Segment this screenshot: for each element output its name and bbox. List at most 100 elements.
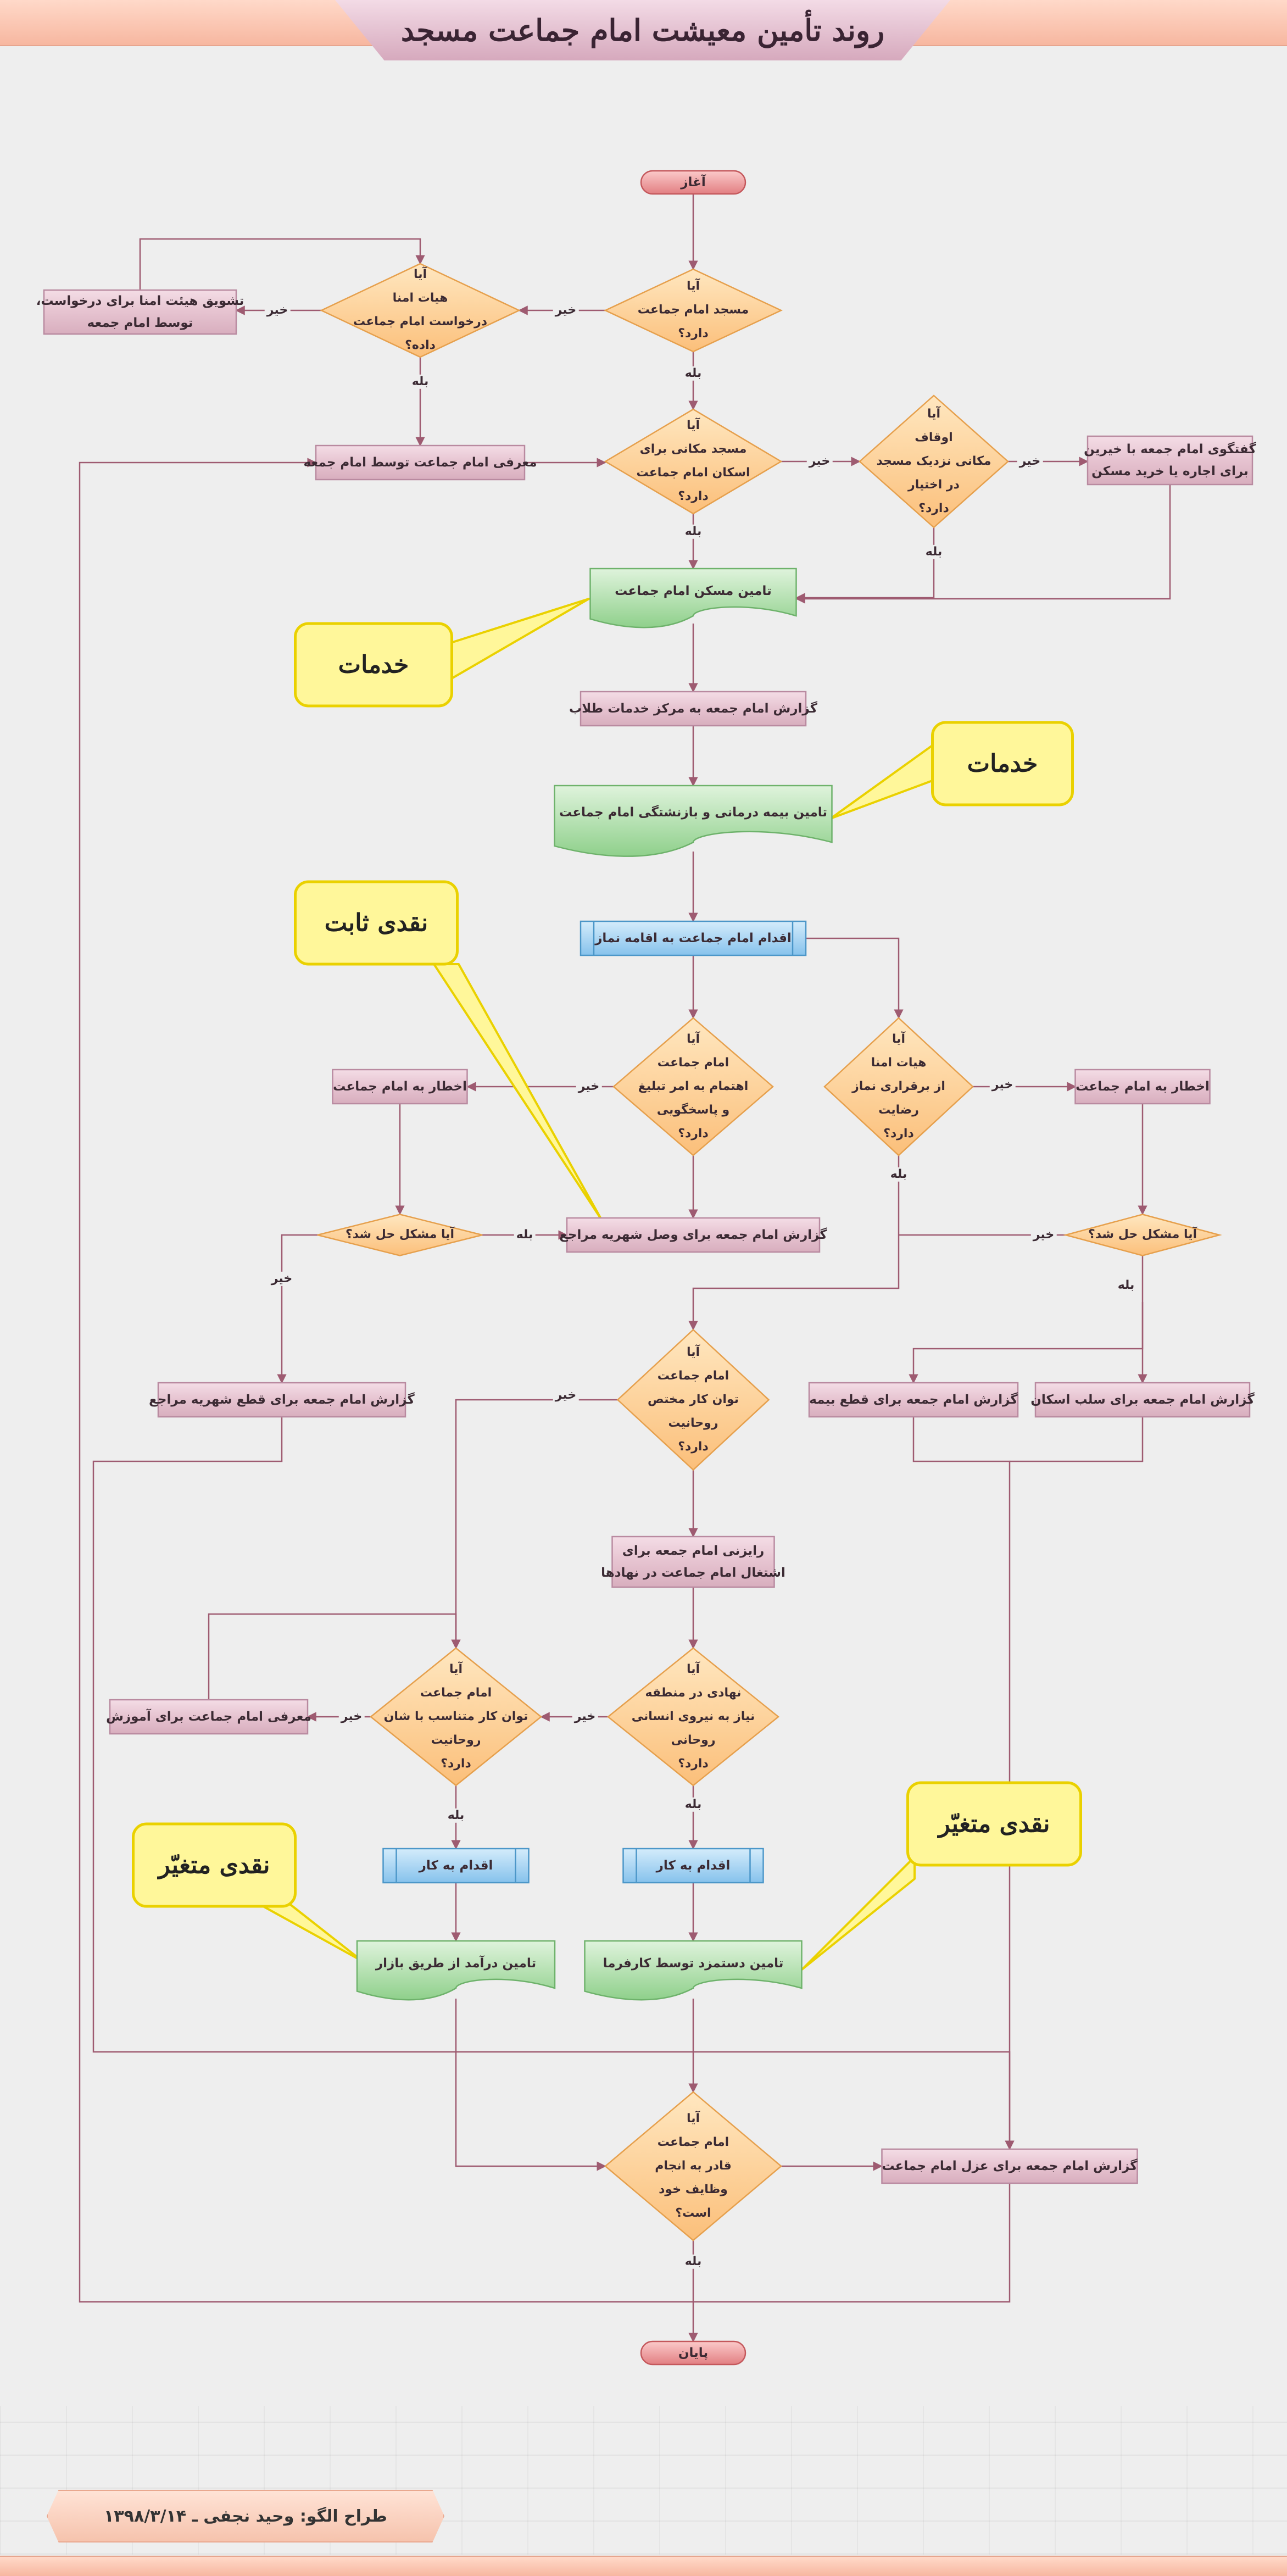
c-cash-var-right-shape: [906, 1781, 1082, 1867]
label-line: امام جماعت: [657, 1368, 729, 1383]
d-duties-shape: [604, 2091, 782, 2241]
label-line: روحانیت: [668, 1416, 718, 1430]
label-line: روحانیت: [431, 1733, 481, 1747]
designer-credit: طراح الگو: وحید نجفی ـ ۱۳۹۸/۳/۱۴: [104, 2506, 387, 2526]
edge-label: بله: [409, 374, 431, 390]
doc-market-shape: [356, 1940, 556, 2001]
c-cash-var-right-label: نقدی متغیّر: [939, 1803, 1050, 1845]
d-solved-left-shape: [317, 1214, 483, 1256]
label-line: دارد؟: [883, 1126, 914, 1140]
c-cash-var-left-label: نقدی متغیّر: [159, 1844, 270, 1887]
page-title: روند تأمین معیشت امام جماعت مسجد: [400, 13, 885, 48]
p-report-cut-shahriye-label: گزارش امام جمعه برای قطع شهریه مراجع: [149, 1389, 415, 1411]
label-line: دارد؟: [678, 1126, 709, 1140]
p-dismiss-label: گزارش امام جمعه برای عزل امام جماعت: [882, 2155, 1137, 2177]
edge-label: خیر: [553, 303, 579, 318]
p-talk-donors-shape: [1087, 435, 1253, 486]
label-line: آیا: [927, 407, 941, 421]
edge-label: بله: [682, 366, 704, 381]
d-awqaf-shape: [859, 394, 1009, 528]
label-line: هیات امنا: [871, 1055, 927, 1070]
label-line: اقدام به کار: [656, 1858, 731, 1873]
doc-housing-label: تامین مسکن امام جماعت: [615, 580, 772, 602]
label-line: نهادی در منطقه: [645, 1685, 742, 1700]
label-line: آیا: [686, 279, 700, 293]
label-line: برای اجاره یا خرید مسکن: [1091, 464, 1249, 479]
edge-label: بله: [888, 1167, 910, 1182]
label-line: و پاسخگویی: [656, 1103, 730, 1117]
label-line: گزارش امام جمعه برای قطع شهریه مراجع: [149, 1392, 415, 1407]
connector: [208, 1613, 461, 1700]
p-report-cut-insurance-label: گزارش امام جمعه برای قطع بیمه: [809, 1389, 1018, 1411]
label-line: اقدام امام جماعت به اقامه نماز: [595, 931, 792, 945]
label-line: گزارش امام جمعه برای عزل امام جماعت: [882, 2158, 1138, 2173]
edge-label: بله: [923, 544, 945, 560]
label-line: دارد؟: [678, 1756, 709, 1771]
label-line: گزارش امام جمعه برای قطع بیمه: [809, 1392, 1018, 1407]
label-line: تامین مسکن امام جماعت: [615, 583, 772, 598]
label-line: امام جماعت: [420, 1685, 492, 1700]
label-line: آیا: [413, 268, 427, 282]
p-introduce-shape: [315, 444, 526, 481]
d-tabligh-shape: [612, 1017, 774, 1156]
d-solved-left-label: آیا مشکل حل شد؟: [346, 1223, 454, 1247]
d-hayat-satisfy-shape: [823, 1017, 974, 1156]
label-line: روحانی: [671, 1733, 716, 1747]
label-line: تامین درآمد از طریق بازار: [375, 1956, 537, 1971]
edge-label: خیر: [989, 1077, 1016, 1093]
d-masjed-imam-shape: [604, 268, 783, 353]
end-label: پایان: [678, 2342, 708, 2364]
doc-housing-shape: [589, 568, 797, 628]
label-line: قادر به انجام: [655, 2158, 732, 2173]
c-services2-label: خدمات: [967, 743, 1038, 785]
d-skill-shape: [616, 1328, 770, 1471]
connector: [806, 937, 904, 1019]
label-line: اخطار به امام جماعت: [333, 1079, 467, 1094]
title-plaque: روند تأمین معیشت امام جماعت مسجد: [335, 0, 950, 60]
footer-band: [0, 2556, 1287, 2576]
d-institution-shape: [607, 1647, 779, 1787]
label-line: آیا: [892, 1032, 906, 1046]
label-line: خدمات: [338, 650, 409, 679]
label-line: رایزنی امام جمعه برای: [622, 1543, 765, 1558]
doc-insurance-label: تامین بیمه درمانی و بازنشتگی امام جماعت: [559, 802, 827, 824]
label-line: اوقاف: [915, 430, 953, 444]
p-report-housing-label: گزارش امام جمعه برای سلب اسکان: [1030, 1389, 1255, 1411]
label-line: اقدام به کار: [419, 1858, 493, 1873]
p-report-cut-shahriye-shape: [157, 1382, 406, 1418]
p-guide-shape: [611, 1535, 775, 1588]
edge-label: بله: [682, 2254, 704, 2269]
edge-label: خیر: [264, 303, 291, 318]
flowchart-shapes: [43, 170, 1253, 2366]
label-line: داده؟: [405, 338, 436, 352]
connector: [79, 458, 693, 2303]
label-line: معرفی امام جماعت برای آموزش: [106, 1709, 311, 1724]
label-line: رضایت: [878, 1103, 919, 1117]
edge-label: خیر: [269, 1271, 295, 1287]
label-line: آیا مشکل حل شد؟: [345, 1227, 455, 1242]
label-line: دارد؟: [678, 326, 709, 341]
c-services1-label: خدمات: [338, 644, 409, 686]
label-line: آیا: [686, 1345, 700, 1359]
label-line: مکانی نزدیک مسجد: [876, 454, 991, 468]
d-solved-right-label: آیا مشکل حل شد؟: [1088, 1223, 1197, 1247]
d-hayat-request-shape: [320, 263, 521, 358]
start-shape: [640, 170, 746, 195]
label-line: دارد؟: [678, 489, 709, 503]
p-report-talab-label: گزارش امام جمعه به مرکز خدمات طلاب: [569, 698, 817, 720]
p-report-housing-shape: [1034, 1382, 1251, 1418]
label-line: نقدی متغیّر: [938, 1810, 1050, 1838]
edge-label: خیر: [553, 1388, 579, 1403]
label-line: گزارش امام جمعه برای سلب اسکان: [1030, 1392, 1255, 1407]
label-line: پایان: [678, 2345, 709, 2360]
edge-label: بله: [682, 524, 704, 539]
edge-label: خیر: [806, 454, 833, 469]
label-line: دارد؟: [678, 1439, 709, 1454]
